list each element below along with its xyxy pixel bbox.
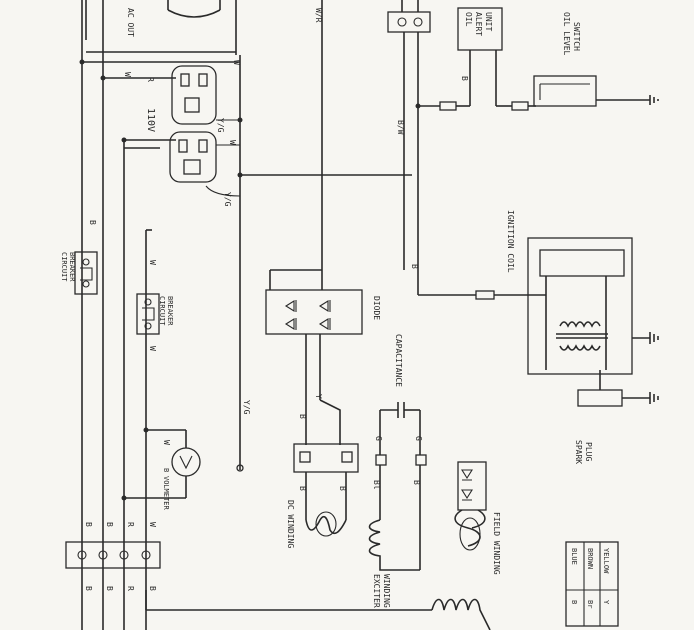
wire-code-w-vm: W	[162, 440, 171, 445]
ignition-coil: B IGNITION COIL	[410, 210, 659, 375]
tb-b-4: B	[105, 586, 114, 591]
wire-code-w-right: W	[232, 60, 241, 65]
legend-code-2: Br	[586, 600, 594, 608]
oil-alert-line-1: OIL	[464, 12, 473, 27]
wire-code-w-cb2b: W	[148, 346, 157, 351]
terminal-block: B B R W B B R B	[65, 522, 161, 591]
oil-alert-unit: OIL ALERT UNIT B	[418, 7, 536, 111]
cb2-line-2: BREAKER	[166, 296, 174, 326]
wire-code-yg-3: Y/G	[242, 400, 251, 415]
legend-name-3: YELLOW	[602, 548, 610, 574]
capacitance-label: CAPACITANCE	[394, 334, 403, 387]
dc-winding: B B DC WINDING	[286, 443, 359, 548]
field-winding: FIELD WINDING	[454, 461, 501, 575]
volmeter-prefix: B	[162, 468, 170, 472]
legend-code-3: Y	[602, 600, 610, 605]
dc-winding-label: DC WINDING	[286, 500, 295, 548]
receptacle-upper	[171, 65, 240, 125]
wire-code-yg-1: Y/G	[216, 118, 225, 133]
volmeter-label: VOLMETER	[162, 476, 170, 511]
legend-code-1: B	[570, 600, 578, 604]
oil-alert-line-3: UNIT	[484, 12, 493, 31]
top-connector: W/R B/W	[314, 0, 431, 295]
wire-code-r-top: R	[146, 77, 155, 82]
bus-wires	[81, 0, 240, 630]
legend-name-1: BLUE	[570, 548, 578, 565]
wire-code-b-ign: B	[410, 264, 419, 269]
wire-code-g-2: G	[414, 436, 423, 441]
spark-plug-line-1: SPARK	[574, 440, 583, 464]
wire-code-b-cb1: B	[88, 220, 97, 225]
cb1-line-1: CIRCUIT	[60, 252, 68, 282]
cb2-line-1: CIRCUIT	[158, 296, 166, 326]
ac-out-label: AC OUT	[126, 8, 135, 37]
wire-code-bl-ex: Bl	[372, 480, 381, 490]
oil-level-switch: OIL LEVEL SWITCH	[533, 12, 659, 107]
tb-b-3: B	[84, 586, 93, 591]
color-legend: B Br Y BLUE BROWN YELLOW	[565, 541, 619, 627]
tb-w-1: W	[148, 522, 157, 527]
wire-code-bw: B/W	[396, 120, 405, 135]
wire-code-w-top: W	[123, 72, 132, 77]
oil-level-line-2: SWITCH	[572, 22, 581, 51]
wire-code-yg-2: Y/G	[223, 192, 232, 207]
circuit-breaker-1: CIRCUIT BREAKER B	[60, 220, 98, 295]
exciter-winding: EXCITER WINDING	[368, 519, 420, 608]
voltage-label: 110V	[145, 108, 156, 132]
wire-code-g-1: G	[374, 436, 383, 441]
cb1-line-2: BREAKER	[68, 252, 76, 282]
wire-code-y-dc: Y	[314, 394, 323, 399]
spark-plug: SPARK PLUG	[574, 370, 659, 464]
circuit-breaker-2: CIRCUIT BREAKER W W	[136, 260, 174, 351]
oil-alert-line-2: ALERT	[474, 12, 483, 36]
diode-bridge: DIODE B Y	[265, 269, 381, 445]
wire-code-wr: W/R	[314, 8, 323, 23]
wire-code-b-dcw1: B	[298, 486, 307, 491]
tb-b-5: B	[148, 586, 157, 591]
wire-code-w-cb2: W	[148, 260, 157, 265]
ac-out-section: AC OUT W R W	[123, 0, 241, 470]
wire-code-b-dc: B	[298, 414, 307, 419]
wire-code-w-mid: W	[228, 140, 237, 145]
field-winding-label: FIELD WINDING	[492, 512, 501, 575]
exciter-line-1: EXCITER	[372, 574, 381, 608]
wire-code-b-ex: B	[412, 480, 421, 485]
tb-b-2: B	[105, 522, 114, 527]
spark-plug-line-2: PLUG	[584, 442, 593, 461]
wire-code-b-oil: B	[460, 76, 469, 81]
bottom-coil	[145, 590, 491, 630]
diode-label: DIODE	[372, 296, 381, 320]
capacitor: CAPACITANCE G G Bl B	[372, 334, 427, 570]
ignition-coil-label: IGNITION COIL	[506, 210, 515, 273]
ground-wire: Y/G	[236, 400, 251, 472]
wire-code-b-dcw2: B	[338, 486, 347, 491]
exciter-line-2: WINDING	[382, 574, 391, 608]
receptacle-lower	[169, 131, 240, 183]
legend-name-2: BROWN	[586, 548, 594, 569]
volmeter: W B VOLMETER	[121, 427, 201, 511]
tb-b-1: B	[84, 522, 93, 527]
tb-r-1: R	[126, 522, 135, 527]
oil-level-line-1: OIL LEVEL	[562, 12, 571, 56]
tb-r-2: R	[126, 586, 135, 591]
